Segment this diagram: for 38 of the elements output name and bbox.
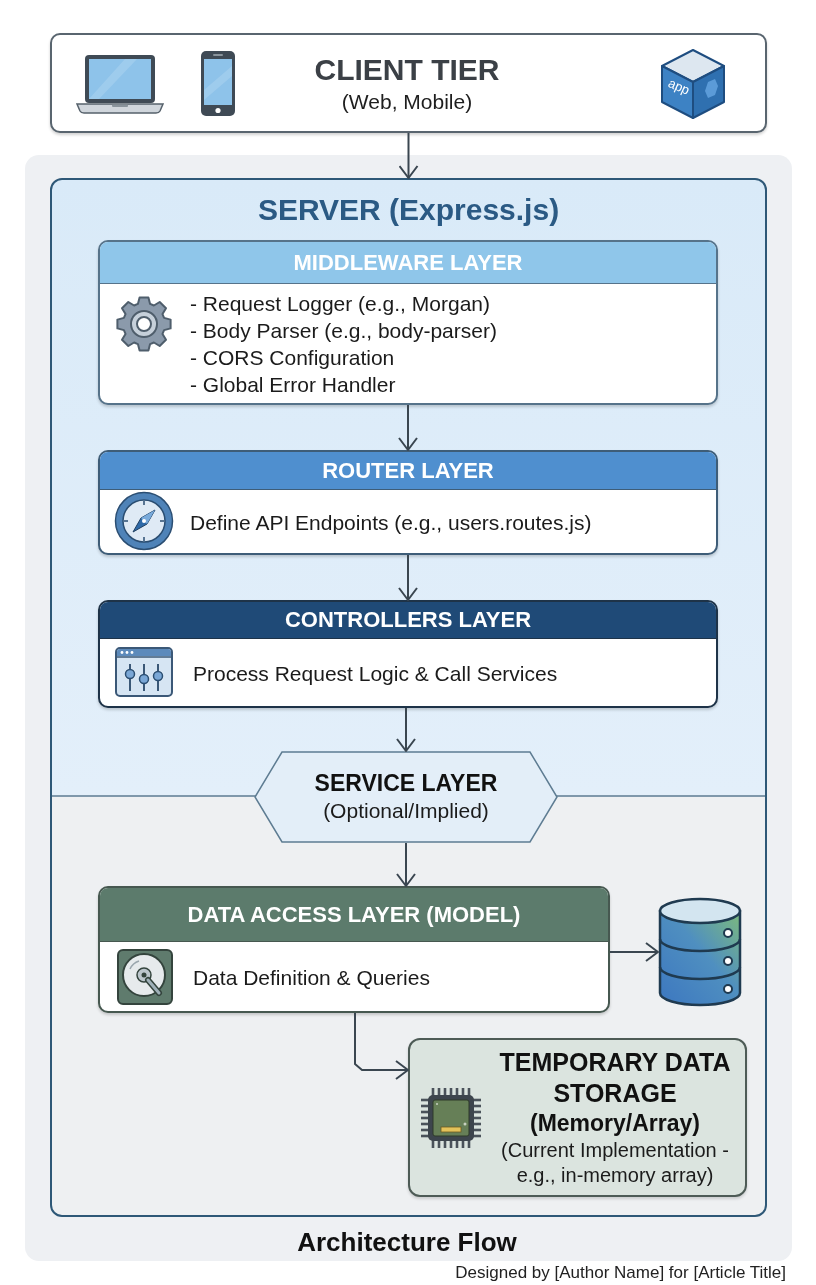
arrow [398,404,418,451]
arrow [396,707,416,752]
middleware-item: - Request Logger (e.g., Morgan) [190,291,490,318]
service-hexagon [254,751,558,843]
layer-description: Define API Endpoints (e.g., users.routes.js) [190,509,592,536]
server-title: SERVER (Express.js) [257,192,560,228]
client-tier-box [50,33,767,133]
middleware-item: - Body Parser (e.g., body-parser) [190,318,497,345]
layer-header: DATA ACCESS LAYER (MODEL) [100,888,608,942]
layer-card [98,886,610,1013]
arrow [398,132,419,179]
layer-card [98,450,718,555]
service-subtitle: (Optional/Implied) [323,798,489,824]
storage-note: (Current Implementation - e.g., in-memory array) [500,1138,730,1188]
database-icon [658,897,742,1007]
arrow [609,942,659,962]
storage-subtitle: (Memory/Array) [530,1109,700,1138]
elbow-arrow [354,1012,409,1080]
storage-title: TEMPORARY DATA STORAGE [498,1047,732,1109]
tier-subtitle: (Web, Mobile) [341,89,473,115]
storage-box [408,1038,747,1197]
layer-description: Process Request Logic & Call Services [193,660,558,687]
middleware-item: - CORS Configuration [190,345,395,372]
credit-line: Designed by [Author Name] for [Article Title] [455,1263,786,1283]
icon-label: app [665,75,692,99]
layer-description: Data Definition & Queries [193,964,430,991]
layer-header: CONTROLLERS LAYER [100,602,716,639]
diagram-caption: Architecture Flow [297,1226,517,1258]
layer-card [98,600,718,708]
server-container [50,178,767,1217]
layer-card [98,240,718,405]
service-title: SERVICE LAYER [314,769,498,797]
layer-header: ROUTER LAYER [100,452,716,490]
arrow [398,554,418,601]
middleware-item: - Global Error Handler [190,372,396,399]
layer-header: MIDDLEWARE LAYER [100,242,716,284]
tier-title: CLIENT TIER [314,52,500,88]
arrow [396,842,416,887]
